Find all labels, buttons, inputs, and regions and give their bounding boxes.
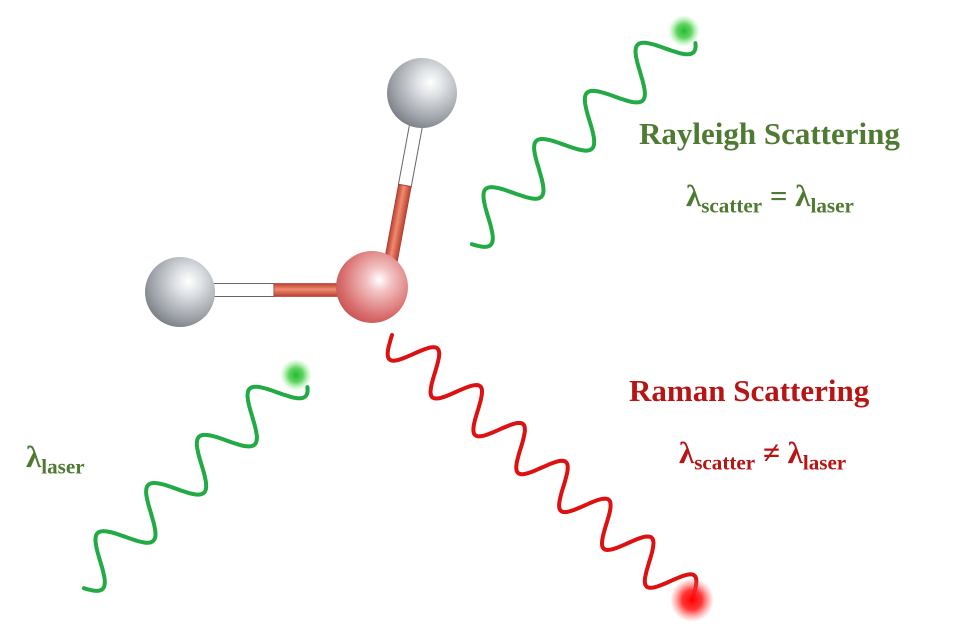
incident-symbol: λ	[26, 439, 42, 474]
raman-operator: ≠	[762, 435, 780, 470]
rayleigh-lhs-subscript: scatter	[701, 193, 763, 218]
raman-photon-glow	[670, 578, 714, 622]
hydrogen-atom-left	[145, 257, 215, 327]
incident-subscript: laser	[41, 454, 85, 479]
rayleigh-title: Rayleigh Scattering	[639, 116, 900, 151]
raman-scattered-wave	[385, 333, 699, 602]
rayleigh-rhs-symbol: λ	[795, 178, 811, 213]
rayleigh-scattered-wave	[469, 40, 698, 249]
raman-title: Raman Scattering	[629, 373, 870, 408]
raman-rhs-symbol: λ	[787, 435, 803, 470]
raman-lhs-symbol: λ	[679, 435, 695, 470]
water-molecule	[145, 58, 457, 327]
oxygen-atom	[336, 251, 408, 323]
raman-equation: λscatter ≠ λlaser	[679, 435, 846, 473]
rayleigh-equation: λscatter = λlaser	[686, 178, 854, 216]
rayleigh-lhs-symbol: λ	[686, 178, 702, 213]
incident-photon-glow	[280, 359, 312, 391]
rayleigh-rhs-subscript: laser	[810, 193, 854, 218]
raman-lhs-subscript: scatter	[694, 450, 756, 475]
rayleigh-photon-glow	[668, 15, 700, 47]
incident-wavelength-label: λlaser	[26, 439, 85, 477]
rayleigh-operator: =	[769, 178, 788, 213]
incident-laser-wave	[81, 384, 310, 593]
hydrogen-atom-top	[387, 58, 457, 128]
raman-rhs-subscript: laser	[802, 450, 847, 475]
